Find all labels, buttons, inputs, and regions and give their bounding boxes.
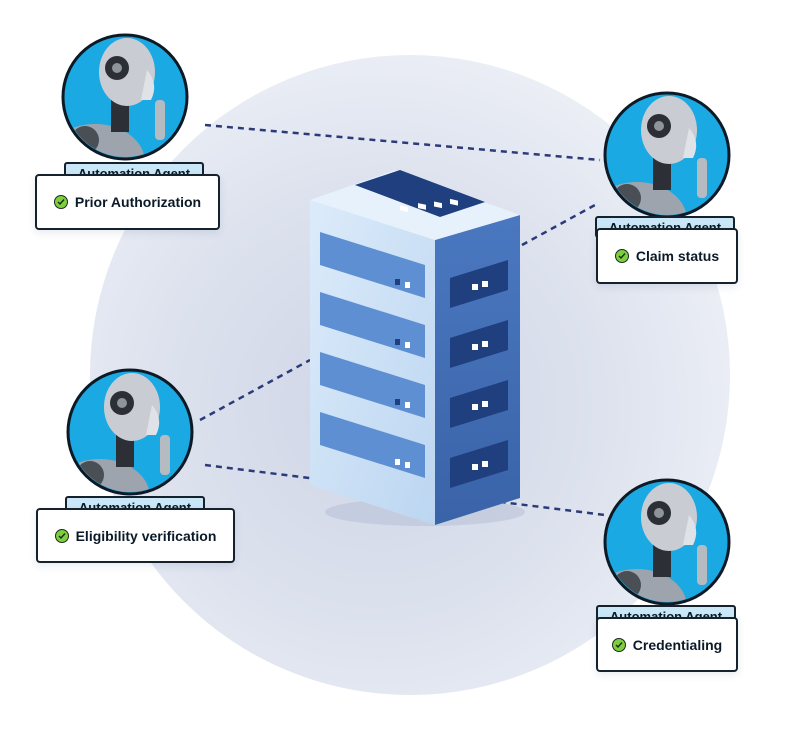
check-circle-icon [53,195,68,209]
agent-task-text: Credentialing [632,636,723,653]
agent-task-card: Claim status [596,228,738,284]
robot-icon [603,91,731,219]
connector-line [204,123,601,162]
robot-icon [66,368,194,496]
robot-avatar [60,357,200,497]
agent-task-card: Credentialing [596,617,738,672]
check-circle-icon [614,249,629,263]
robot-icon [61,33,189,161]
agent-task-card: Prior Authorization [35,174,220,230]
agent-task-text: Prior Authorization [74,194,202,210]
connector-line [521,203,596,247]
robot-avatar [597,80,737,220]
agent-task-card: Eligibility verification [36,508,235,563]
check-circle-icon [54,528,69,543]
robot-icon [603,478,731,606]
robot-avatar [597,467,737,607]
agent-task-text: Eligibility verification [75,527,217,544]
robot-avatar [55,22,195,162]
connector-line [199,358,311,422]
server-icon [310,170,525,526]
check-circle-icon [611,637,626,652]
agent-task-text: Claim status [635,248,720,264]
